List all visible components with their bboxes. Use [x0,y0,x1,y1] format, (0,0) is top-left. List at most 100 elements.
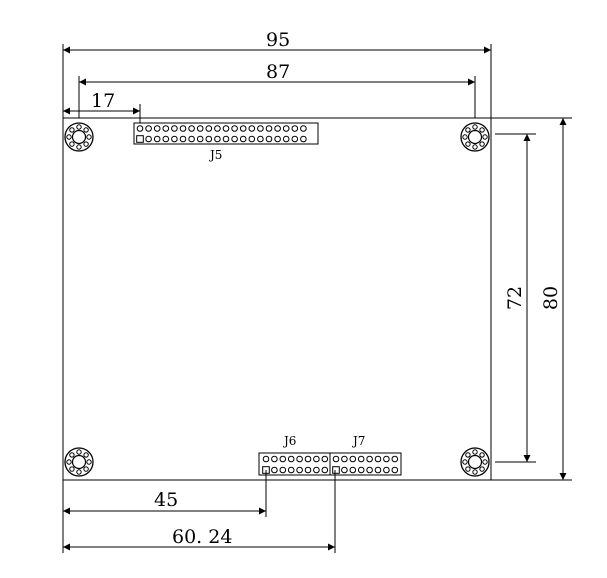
pin-1-square [332,466,340,474]
pin [357,466,365,474]
j6-pins [262,455,329,474]
hole-via [69,141,75,147]
pin [296,466,303,474]
pin [383,466,390,474]
dimension-lines [63,46,567,551]
dim-text-95: 95 [266,29,290,51]
extension-lines [62,44,572,553]
pin [349,455,357,463]
hole-bore [71,454,87,470]
pin [248,125,256,132]
hole-via [86,459,92,465]
j5-pins [136,125,307,143]
pin [248,135,256,143]
hole-via [479,127,485,133]
pin-1-square [136,135,144,143]
pin [374,455,382,463]
board-outline [62,117,492,481]
pin [304,466,312,474]
j5-body [133,122,319,145]
hole-via [465,466,471,472]
pin [145,135,152,143]
connector-j5: J5 [133,122,319,162]
connector-j6: J6 [258,434,331,476]
pin [222,135,230,143]
pin [287,455,295,463]
pin [145,125,152,132]
mounting-hole-top-left [64,122,94,152]
hole-via [66,459,72,465]
pin [262,455,270,463]
pin [136,125,144,132]
pin [282,135,290,143]
pin [214,135,221,143]
pin [205,135,213,143]
pin [271,466,278,474]
pin [196,135,204,143]
pin [239,135,247,143]
pin [321,466,329,474]
pin [291,125,299,132]
pin [274,135,281,143]
hole-via [69,127,75,133]
j7-label: J7 [351,434,365,448]
pin [313,455,320,463]
hole-via [479,466,485,472]
pin [265,135,273,143]
hole-via [472,469,478,475]
mounting-hole-top-right [460,122,490,152]
pin [162,125,170,132]
pin [188,135,195,143]
pin [321,455,329,463]
hole-via [479,452,485,458]
hole-via [482,134,488,140]
hole-via [86,134,92,140]
dim-text-17: 17 [91,90,115,112]
dim-text-60-24: 60. 24 [172,526,232,548]
j5-label: J5 [208,148,222,162]
pin [179,125,187,132]
pin [366,466,373,474]
hole-via [69,452,75,458]
pin [171,125,178,132]
pin [153,125,161,132]
pin [153,135,161,143]
dim-text-80: 80 [540,286,562,310]
hole-via [462,459,468,465]
mounting-hole-bottom-right [460,447,490,477]
pin [374,466,382,474]
hole-via [462,134,468,140]
pin [231,125,238,132]
pin [391,466,399,474]
pin [313,466,320,474]
hole-bore [467,129,483,145]
dim-text-45: 45 [154,489,178,511]
pin [282,125,290,132]
pin [296,455,303,463]
pin [341,455,348,463]
pin [214,125,221,132]
pin [239,125,247,132]
pin [265,125,273,132]
pin [291,135,299,143]
hole-via [69,466,75,472]
pin [257,135,264,143]
hole-via [482,459,488,465]
hole-via [479,141,485,147]
pin [341,466,348,474]
hole-via [76,124,82,130]
pin [279,466,287,474]
pin [188,125,195,132]
pin [179,135,187,143]
hole-via [76,144,82,150]
hole-via [472,144,478,150]
hole-ring [64,447,94,477]
hole-via [465,141,471,147]
hole-via [83,127,89,133]
hole-via [83,466,89,472]
pin [231,135,238,143]
pin [366,455,373,463]
hole-bore [467,454,483,470]
pin [257,125,264,132]
